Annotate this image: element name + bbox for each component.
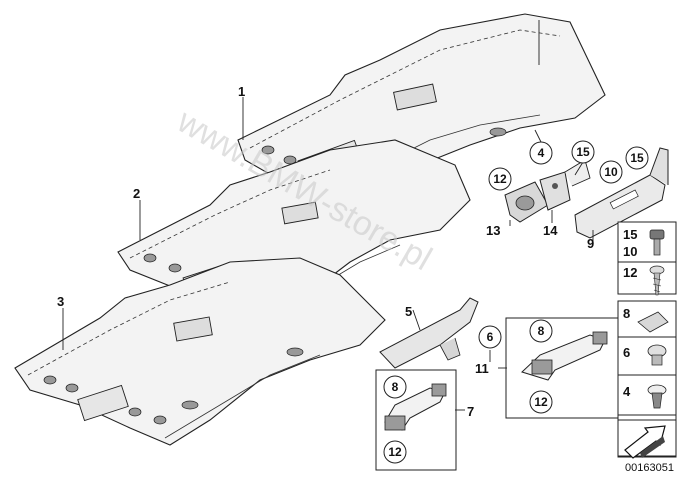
callout-11: 11 (475, 361, 489, 376)
handle-group-11 (505, 317, 619, 419)
rivet-icon (647, 384, 667, 409)
handle-group-7 (375, 369, 457, 471)
circled-callout-text: 4 15 12 10 15 6 8 12 8 12 (388, 145, 644, 459)
callout-8b: 8 (392, 380, 399, 394)
callout-5: 5 (405, 304, 412, 319)
callout-3: 3 (57, 294, 64, 309)
legend-8: 8 (623, 306, 630, 321)
callout-14: 14 (543, 223, 558, 238)
callout-15a: 15 (576, 145, 590, 159)
callout-13: 13 (486, 223, 500, 238)
callout-15b: 15 (630, 151, 644, 165)
callout-10: 10 (604, 165, 618, 179)
leader-lines (62, 20, 594, 411)
callout-1: 1 (238, 84, 245, 99)
direction-arrow-icon (617, 419, 677, 459)
callout-8a: 8 (538, 324, 545, 338)
legend-10: 10 (623, 244, 637, 259)
legend-12: 12 (623, 265, 637, 280)
callout-labels: 1 2 3 5 7 9 11 13 14 (57, 84, 594, 419)
callout-6: 6 (487, 330, 494, 344)
part-13-bracket (504, 181, 549, 223)
callout-9: 9 (587, 236, 594, 251)
legend-6: 6 (623, 345, 630, 360)
clip-icon (649, 229, 665, 256)
callout-12c: 12 (388, 445, 402, 459)
part-5-bracket (379, 297, 479, 369)
legend-labels: 15 10 12 8 6 4 (623, 227, 637, 399)
headliner-3 (14, 257, 386, 446)
legend-15: 15 (623, 227, 637, 242)
callout-7: 7 (467, 404, 474, 419)
callout-12b: 12 (534, 395, 548, 409)
callout-2: 2 (133, 186, 140, 201)
pad-icon (637, 311, 669, 333)
nut-icon (647, 344, 667, 366)
legend-4: 4 (623, 384, 631, 399)
part-14-bracket (539, 159, 591, 211)
small-parts-legend (617, 221, 677, 459)
screw-icon (649, 265, 665, 296)
callout-4: 4 (538, 146, 545, 160)
circled-callouts (383, 140, 649, 464)
image-id: 00163051 (625, 462, 674, 474)
part-9-bracket (574, 147, 669, 239)
callout-12a: 12 (493, 172, 507, 186)
